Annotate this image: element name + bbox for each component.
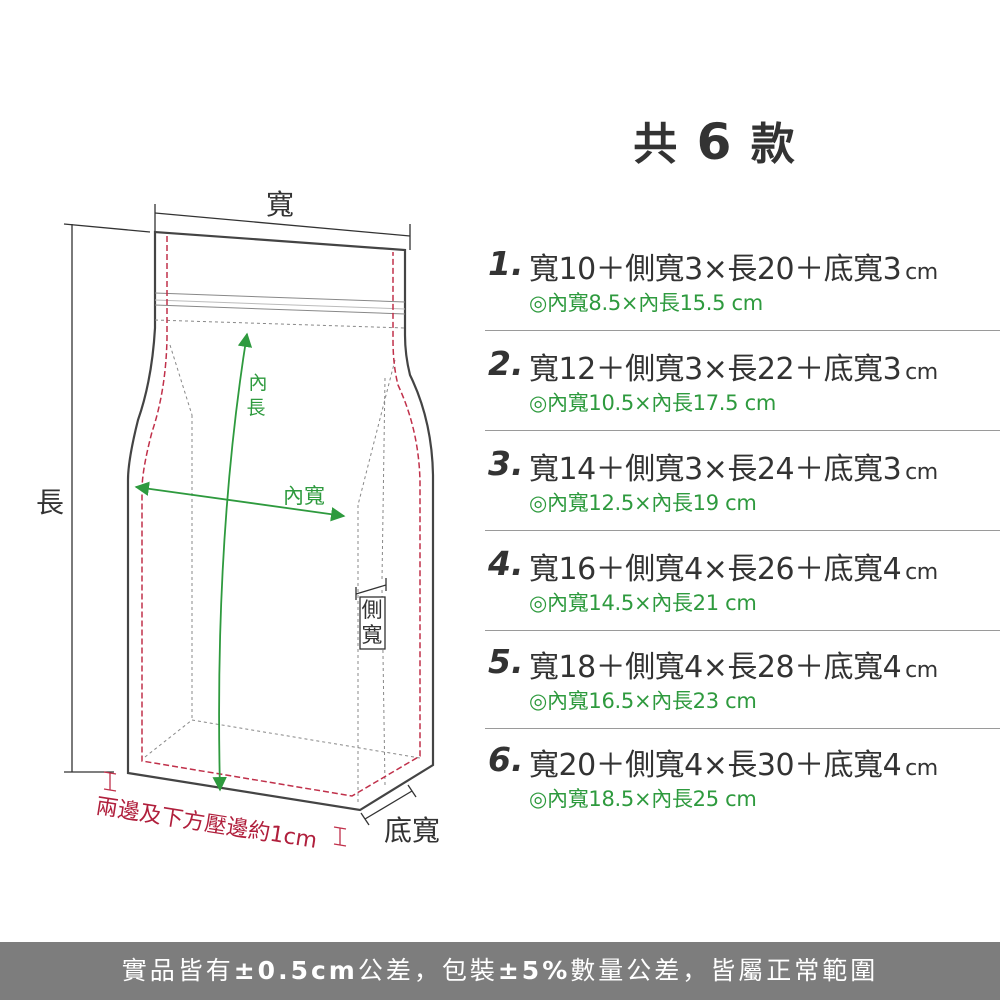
spec-unit: cm [905, 260, 938, 285]
spec-inner-size: ◎內寬8.5×內長15.5 cm [529, 291, 763, 315]
spec-dimensions-text: 寬20＋側寬4×長30＋底寬4 [529, 748, 902, 783]
spec-unit: cm [905, 460, 938, 485]
side-width-marker [355, 578, 387, 650]
inner-width-arrow [134, 481, 346, 522]
spec-index: 3. [488, 444, 524, 483]
spec-index: 2. [488, 344, 524, 383]
gusset-lines [144, 344, 421, 805]
inner-width-label: 內寬 [283, 484, 325, 508]
count-prefix: 共 [633, 119, 680, 170]
width-label: 寬 [266, 188, 294, 221]
spec-unit: cm [905, 658, 938, 683]
seal-line [141, 236, 421, 797]
footer-text-1: 實品皆有 [121, 956, 234, 985]
footer-size-tolerance: ±0.5cm [233, 956, 358, 985]
spec-unit: cm [905, 756, 938, 781]
zipper-lines [154, 292, 406, 329]
count-number: 6 [696, 113, 734, 171]
count-heading: 共 6 款 [600, 108, 830, 172]
bottom-width-label: 底寬 [384, 814, 440, 847]
spec-index: 6. [488, 740, 524, 779]
spec-index: 1. [488, 244, 524, 283]
spec-dimensions-text: 寬18＋側寬4×長28＋底寬4 [529, 650, 902, 685]
spec-unit: cm [905, 360, 938, 385]
width-dimension [154, 204, 411, 250]
length-dimension [63, 223, 151, 773]
spec-inner-size: ◎內寬10.5×內長17.5 cm [529, 391, 777, 415]
spec-index: 4. [488, 544, 524, 583]
spec-dimensions-text: 寬14＋側寬3×長24＋底寬3 [529, 452, 902, 487]
footer-text-2: 公差，包裝 [357, 956, 498, 985]
tolerance-footer: 實品皆有±0.5cm公差，包裝±5%數量公差，皆屬正常範圍 [0, 942, 1000, 1000]
spec-index: 5. [488, 642, 524, 681]
spec-dimensions-text: 寬10＋側寬3×長20＋底寬3 [529, 252, 902, 287]
inner-length-arrow [212, 332, 253, 792]
spec-inner-size: ◎內寬16.5×內長23 cm [529, 689, 757, 713]
side-width-label-2: 寬 [362, 623, 383, 647]
inner-length-label-1: 內 [248, 372, 267, 394]
bag-outline [126, 230, 435, 812]
spec-inner-size: ◎內寬14.5×內長21 cm [529, 591, 757, 615]
spec-inner-size: ◎內寬12.5×內長19 cm [529, 491, 757, 515]
inner-length-label-2: 長 [246, 397, 265, 419]
side-width-label-1: 側 [362, 598, 383, 622]
length-label: 長 [36, 486, 64, 519]
spec-dimensions-text: 寬12＋側寬3×長22＋底寬3 [529, 352, 902, 387]
spec-unit: cm [905, 560, 938, 585]
seal-note: 兩邊及下方壓邊約1cm [94, 794, 319, 854]
bottom-width-marker [360, 784, 417, 826]
spec-dimensions-text: 寬16＋側寬4×長26＋底寬4 [529, 552, 902, 587]
count-suffix: 款 [750, 119, 797, 170]
seal-note-marker [103, 771, 347, 847]
footer-text-3: 數量公差，皆屬正常範圍 [570, 956, 879, 985]
spec-inner-size: ◎內寬18.5×內長25 cm [529, 787, 757, 811]
footer-qty-tolerance: ±5% [497, 956, 571, 985]
